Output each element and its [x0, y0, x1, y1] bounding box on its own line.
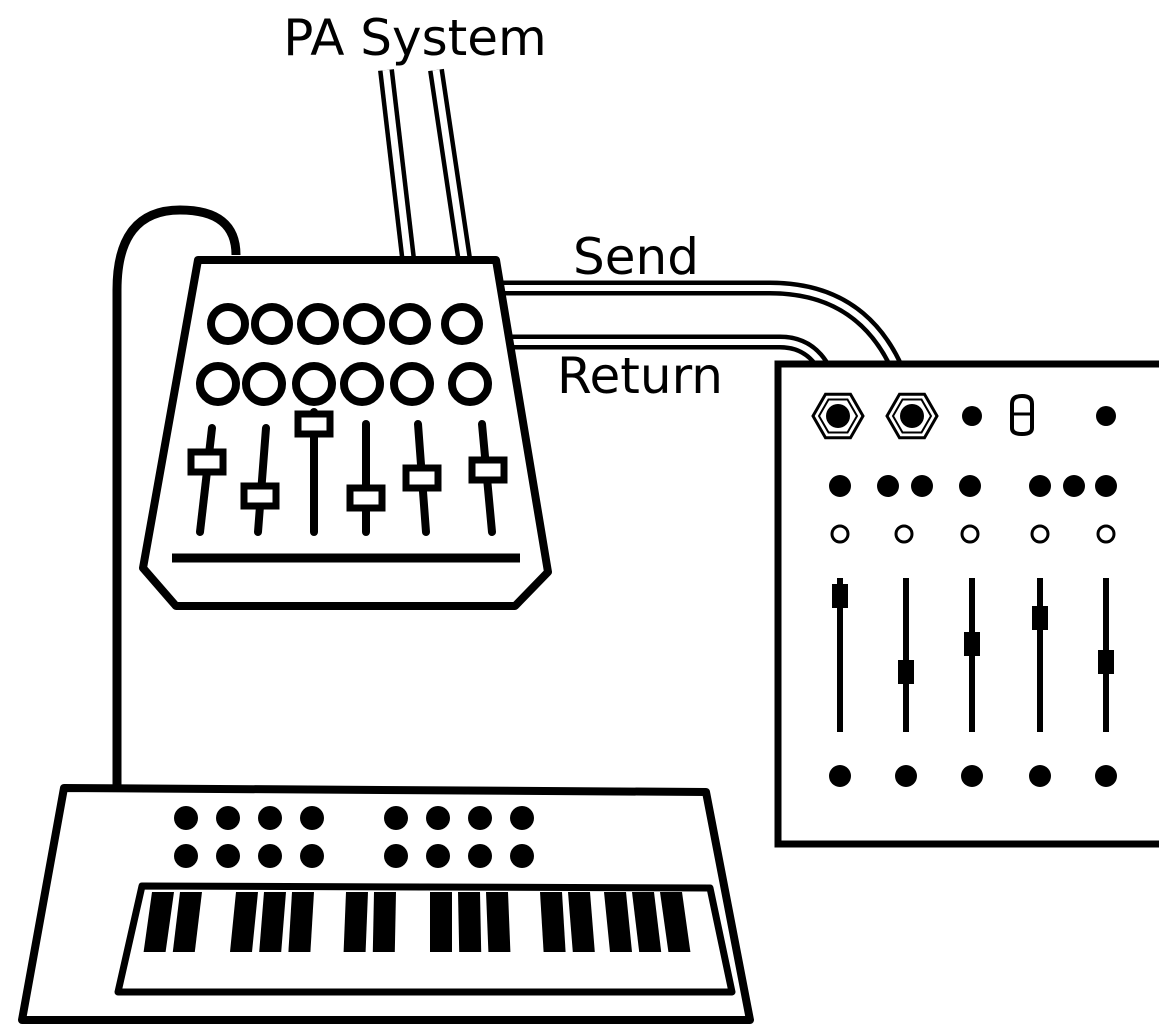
keyboard-knob [426, 844, 450, 868]
keyboard-knob [300, 844, 324, 868]
fx-output-button [829, 765, 851, 787]
keyboard-knob [258, 806, 282, 830]
keyboard-to-mixer-cable [112, 205, 241, 788]
keyboard-knob [468, 806, 492, 830]
keyboard-black-key [604, 892, 632, 952]
keyboard-black-key [632, 892, 662, 952]
fx-fader-cap [1098, 650, 1114, 674]
keyboard-black-keys [143, 892, 691, 952]
mixer-knob [390, 362, 434, 406]
fx-indicator [894, 524, 914, 544]
fx-output-button [895, 765, 917, 787]
mixer-fader-cap [346, 484, 386, 512]
mixer-fader-cap [187, 448, 227, 476]
keyboard-knob [384, 806, 408, 830]
keyboard-black-key [288, 892, 314, 952]
effects-unit [774, 360, 1159, 848]
mixer-knob [242, 362, 286, 406]
mixer-knob [389, 303, 431, 345]
keyboard-black-key [486, 892, 511, 952]
keyboard-black-key [259, 892, 286, 952]
mixer-fader-cap [240, 482, 280, 510]
keyboard-black-key [660, 892, 691, 952]
keyboard-black-key [372, 892, 396, 952]
keyboard-knob [384, 844, 408, 868]
keyboard-black-key [430, 892, 452, 952]
mixer-knob [196, 362, 240, 406]
fx-button [911, 475, 933, 497]
keyboard-black-key [568, 892, 595, 952]
fx-fader-cap [832, 584, 848, 608]
keyboard-knob [258, 844, 282, 868]
keyboard-synth [18, 784, 754, 1024]
mixer-fader-track [196, 424, 216, 536]
fx-led [1096, 406, 1116, 426]
keyboard-black-key [343, 892, 368, 952]
mixer-knob [292, 362, 336, 406]
fx-indicator [1096, 524, 1116, 544]
fx-output-button [1095, 765, 1117, 787]
keyboard-black-key [143, 892, 174, 952]
fx-button [1095, 475, 1117, 497]
keyboard-knob [174, 806, 198, 830]
mixer-knob [340, 362, 384, 406]
mixer-knob [251, 303, 293, 345]
fx-indicator [830, 524, 850, 544]
fx-button [877, 475, 899, 497]
keyboard-knob [510, 806, 534, 830]
mixer-fader-track [254, 424, 270, 536]
fx-button [829, 475, 851, 497]
mixer-knob [207, 303, 249, 345]
fx-controls [829, 393, 1117, 787]
fx-jacks [811, 392, 939, 440]
mixer-body [139, 256, 552, 610]
keyboard-black-key [172, 892, 202, 952]
fx-indicator [960, 524, 980, 544]
keyboard-knob [216, 806, 240, 830]
fx-fader-cap [898, 660, 914, 684]
mixer-fader-cap [468, 456, 508, 484]
keyboard-black-key [230, 892, 258, 952]
fx-fader-cap [1032, 606, 1048, 630]
fx-jack-socket [900, 404, 924, 428]
mixer-fader-cap [294, 410, 334, 438]
pa-system-label: PA System [283, 9, 547, 67]
fx-button [1029, 475, 1051, 497]
keyboard-knob [468, 844, 492, 868]
keyboard-knobs [174, 806, 534, 868]
keyboard-black-key [540, 892, 566, 952]
mixer [139, 256, 552, 610]
return-label: Return [557, 347, 723, 405]
keyboard-knob [510, 844, 534, 868]
fx-jack-socket [826, 404, 850, 428]
fx-button [959, 475, 981, 497]
keyboard-knob [300, 806, 324, 830]
mixer-knob [343, 303, 385, 345]
keyboard-knob [426, 806, 450, 830]
mixer-knobs [196, 303, 492, 406]
mixer-knob [448, 362, 492, 406]
fx-fader-cap [964, 632, 980, 656]
fx-led [962, 406, 982, 426]
mixer-knob [441, 303, 483, 345]
mixer-fader-cap [402, 464, 442, 492]
keyboard-knob [216, 844, 240, 868]
fx-output-button [961, 765, 983, 787]
keyboard-black-key [458, 892, 482, 952]
fx-indicator [1030, 524, 1050, 544]
keyboard-knob [174, 844, 198, 868]
mixer-faders [187, 408, 508, 536]
mixer-knob [297, 303, 339, 345]
fx-output-button [1029, 765, 1051, 787]
fx-button [1063, 475, 1085, 497]
send-label: Send [573, 228, 699, 286]
